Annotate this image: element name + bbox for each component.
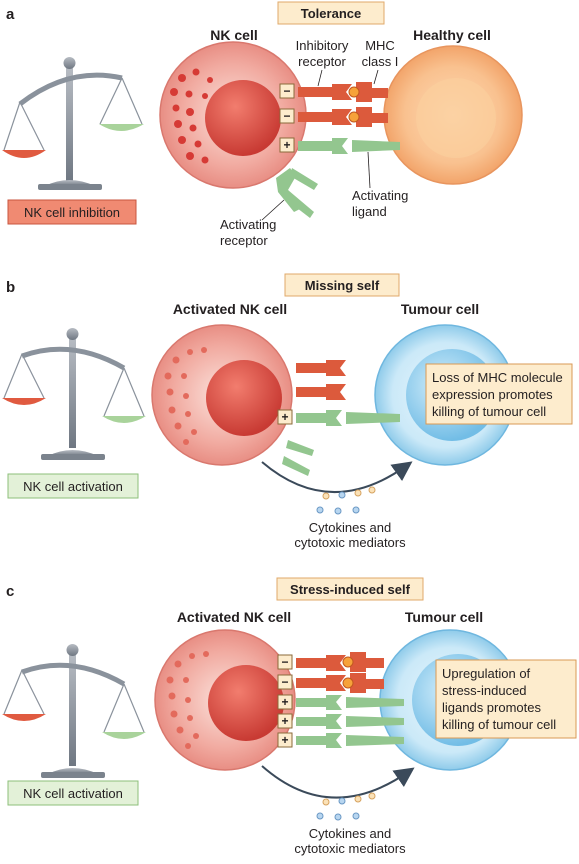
killing-arrow [261, 461, 413, 493]
panel-title-box [284, 273, 400, 297]
mediator-dots [316, 792, 376, 821]
balance-scale-icon [2, 57, 144, 190]
svg-text:−: − [283, 84, 290, 98]
balance-label: NK cell activation [23, 786, 123, 801]
signal-sign [277, 409, 293, 425]
inhibitory-receptors [296, 655, 346, 691]
inhibitory-receptor-label: Inhibitory [296, 38, 349, 53]
balance-label-badge [7, 780, 139, 806]
svg-text:+: + [281, 733, 288, 747]
svg-text:+: + [281, 714, 288, 728]
nk-cell-label: Activated NK cell [177, 609, 291, 625]
inhibitory-receptors [298, 84, 352, 125]
callout-line: expression promotes [432, 387, 553, 402]
panel-title: Stress-induced self [290, 582, 411, 597]
svg-text:−: − [281, 655, 288, 669]
mhc-label: MHC [365, 38, 395, 53]
activating-receptor-label: Activating [220, 217, 276, 232]
nk-cell-label: NK cell [210, 27, 257, 43]
nk-cell-label: Activated NK cell [173, 301, 287, 317]
nk-nucleus [205, 80, 281, 156]
mediators-label: Cytokines and [309, 826, 391, 841]
mediators-label-2: cytotoxic mediators [294, 535, 406, 550]
killing-arrow [261, 765, 415, 799]
granules [166, 651, 209, 749]
balance-label-badge [7, 199, 137, 225]
panel-title-box [276, 577, 424, 601]
panel-b: b Missing self NK cell activation Activa… [2, 273, 573, 550]
activating-receptors [282, 410, 400, 476]
svg-text:−: − [283, 109, 290, 123]
panel-letter: c [6, 583, 14, 600]
target-cell-label: Tumour cell [405, 609, 483, 625]
callout-line: stress-induced [442, 683, 527, 698]
inhibitory-receptors [296, 360, 346, 400]
panel-title: Tolerance [301, 6, 361, 21]
callout-line: Loss of MHC molecule [432, 370, 563, 385]
svg-text:+: + [281, 410, 288, 424]
activating-receptors [276, 138, 400, 218]
activating-ligand-label-2: ligand [352, 204, 387, 219]
nk-nucleus [208, 665, 284, 741]
svg-text:+: + [281, 695, 288, 709]
callout-box [425, 363, 573, 425]
signal-signs: − − + + + [277, 654, 293, 748]
callout-line: killing of tumour cell [432, 404, 546, 419]
panel-a: a Tolerance NK cell inhibition NK cell [2, 1, 523, 248]
activating-receptor-label-2: receptor [220, 233, 268, 248]
target-cell-label: Tumour cell [401, 301, 479, 317]
svg-text:−: − [281, 675, 288, 689]
panel-title: Missing self [305, 278, 380, 293]
activating-ligand-label: Activating [352, 188, 408, 203]
balance-label: NK cell activation [23, 479, 123, 494]
balance-label: NK cell inhibition [24, 205, 120, 220]
callout-line: ligands promotes [442, 700, 541, 715]
inhibitory-receptor-label-2: receptor [298, 54, 346, 69]
healthy-nucleus [416, 78, 496, 158]
panel-letter: a [6, 6, 15, 23]
nk-nucleus [206, 360, 282, 436]
panel-c: c Stress-induced self NK cell activation… [2, 577, 577, 856]
mediator-dots [316, 486, 376, 515]
callout-line: Upregulation of [442, 666, 531, 681]
balance-scale-icon [2, 328, 146, 460]
mhc-class-i [348, 82, 388, 127]
mhc-label-2: class I [362, 54, 399, 69]
granules [170, 68, 213, 164]
granules [164, 347, 207, 445]
callout-box [435, 659, 577, 739]
svg-text:+: + [283, 138, 290, 152]
balance-scale-icon [2, 644, 146, 778]
activating-receptors [296, 695, 404, 748]
panel-title-box [277, 1, 385, 25]
mhc-class-i [342, 652, 384, 693]
mediators-label-2: cytotoxic mediators [294, 841, 406, 856]
callout-line: killing of tumour cell [442, 717, 556, 732]
panel-letter: b [6, 279, 15, 296]
target-cell-label: Healthy cell [413, 27, 491, 43]
mediators-label: Cytokines and [309, 520, 391, 535]
balance-label-badge [7, 473, 139, 499]
signal-signs: − − + [279, 83, 295, 153]
